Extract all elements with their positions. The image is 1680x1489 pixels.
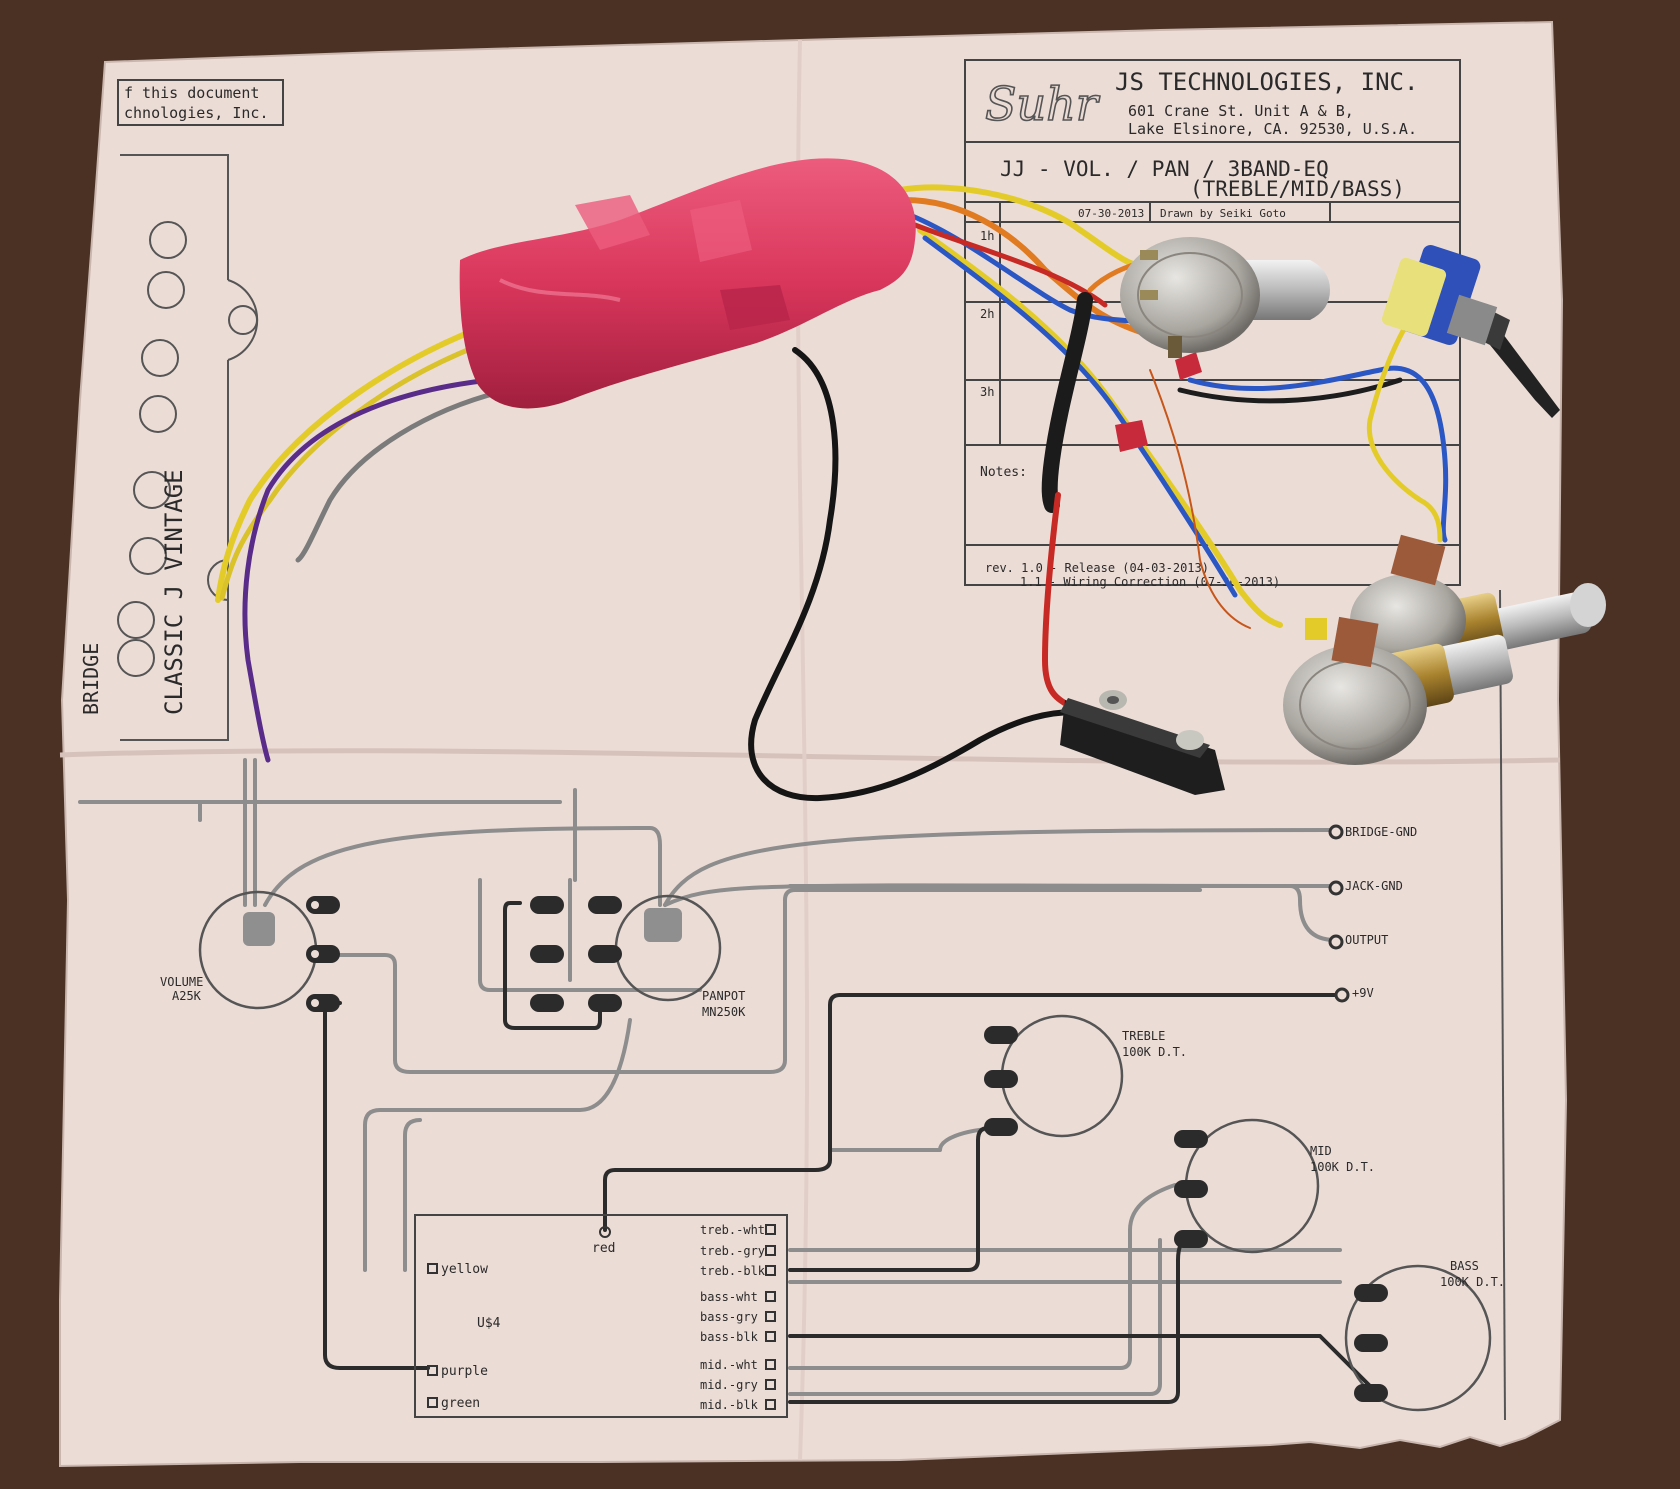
treble-label: TREBLE — [1122, 1029, 1165, 1043]
bass-wht-label: bass-wht — [700, 1290, 758, 1304]
jack-gnd-label: JACK-GND — [1345, 879, 1403, 893]
treble-value: 100K D.T. — [1122, 1045, 1187, 1059]
volume-value: A25K — [172, 989, 202, 1003]
pan-pot — [1381, 245, 1560, 418]
drawing-title-1: JJ - VOL. / PAN / 3BAND-EQ — [1000, 157, 1329, 181]
pickup-name: CLASSIC J VINTAGE — [160, 469, 188, 715]
module-green-label: green — [441, 1396, 480, 1411]
drawing-title-2: (TREBLE/MID/BASS) — [1190, 177, 1405, 201]
bass-label: BASS — [1450, 1259, 1479, 1273]
module-yellow-label: yellow — [441, 1262, 488, 1277]
row-2h: 2h — [980, 307, 994, 321]
output-terminals — [1328, 824, 1350, 1003]
bass-blk-label: bass-blk — [700, 1330, 759, 1344]
company-address-1: 601 Crane St. Unit A & B, — [1128, 102, 1354, 120]
black-ground-wire — [748, 347, 1078, 802]
module-right-labels: treb.-wht treb.-gry treb.-blk bass-wht b… — [700, 1223, 766, 1412]
module-red-pad — [599, 1226, 611, 1238]
paper-fold-crease — [59, 748, 1561, 765]
mid-value: 100K D.T. — [1310, 1160, 1375, 1174]
pickup-position: BRIDGE — [79, 643, 103, 715]
panpot-value: MN250K — [702, 1005, 746, 1019]
treb-wht-label: treb.-wht — [700, 1223, 765, 1237]
pickup-outline — [117, 154, 259, 741]
mid-gry-label: mid.-gry — [700, 1378, 758, 1392]
mid-blk-label: mid.-blk — [700, 1398, 759, 1412]
preamp-module — [459, 158, 916, 409]
red-wire-tab-1 — [1115, 420, 1148, 452]
drawing-date: 07-30-2013 — [1078, 207, 1144, 220]
company-name: JS TECHNOLOGIES, INC. — [1115, 68, 1418, 96]
treb-gry-label: treb.-gry — [700, 1244, 765, 1258]
notice-line-2: chnologies, Inc. — [124, 104, 269, 122]
suhr-logo: Suhr — [985, 77, 1101, 131]
notes-label: Notes: — [980, 465, 1027, 480]
red-power-wire — [1042, 492, 1078, 711]
treb-blk-label: treb.-blk — [700, 1264, 766, 1278]
panpot-label: PANPOT — [702, 989, 745, 1003]
schematic-paper — [59, 20, 1568, 1468]
notice-line-1: f this document — [124, 84, 259, 102]
mid-pot-symbol — [1174, 1118, 1320, 1254]
revision-2: 1.1 - Wiring Correction (07-30-2013) — [1020, 575, 1280, 589]
heatshrink-sleeve — [1041, 292, 1093, 513]
volume-label: VOLUME — [160, 975, 203, 989]
module-box — [414, 1214, 788, 1418]
module-red-label: red — [592, 1241, 615, 1256]
border-right — [1499, 589, 1506, 1421]
schematic-traces-gray — [78, 758, 1342, 1396]
notice-box — [117, 79, 284, 126]
bass-gry-label: bass-gry — [700, 1310, 758, 1324]
drawn-by: Drawn by Seiki Goto — [1160, 207, 1286, 220]
mid-label: MID — [1310, 1144, 1332, 1158]
company-address-2: Lake Elsinore, CA. 92530, U.S.A. — [1128, 120, 1417, 138]
bass-value: 100K D.T. — [1440, 1275, 1505, 1289]
module-name: U$4 — [477, 1316, 501, 1331]
volume-pot — [1120, 237, 1330, 358]
plus9v-label: +9V — [1352, 986, 1374, 1000]
red-wire-tab-2 — [1175, 352, 1202, 380]
bridge-gnd-label: BRIDGE-GND — [1345, 825, 1417, 839]
mid-wht-label: mid.-wht — [700, 1358, 758, 1372]
pickup-lead-wires — [215, 327, 503, 763]
output-jack — [1060, 690, 1225, 795]
module-pads-left — [427, 1263, 438, 1408]
eq-pot-stack-front — [1283, 616, 1513, 765]
bass-pot-symbol — [1344, 1264, 1492, 1412]
treble-pot-symbol — [984, 1014, 1124, 1138]
panpot-symbol — [530, 894, 722, 1012]
output-label: OUTPUT — [1345, 933, 1388, 947]
volume-pot-symbol — [198, 890, 340, 1012]
module-purple-label: purple — [441, 1364, 488, 1379]
module-pads-right — [765, 1224, 776, 1410]
revision-1: rev. 1.0 - Release (04-03-2013) — [985, 561, 1209, 575]
row-3h: 3h — [980, 385, 994, 399]
row-1h: 1h — [980, 229, 994, 243]
